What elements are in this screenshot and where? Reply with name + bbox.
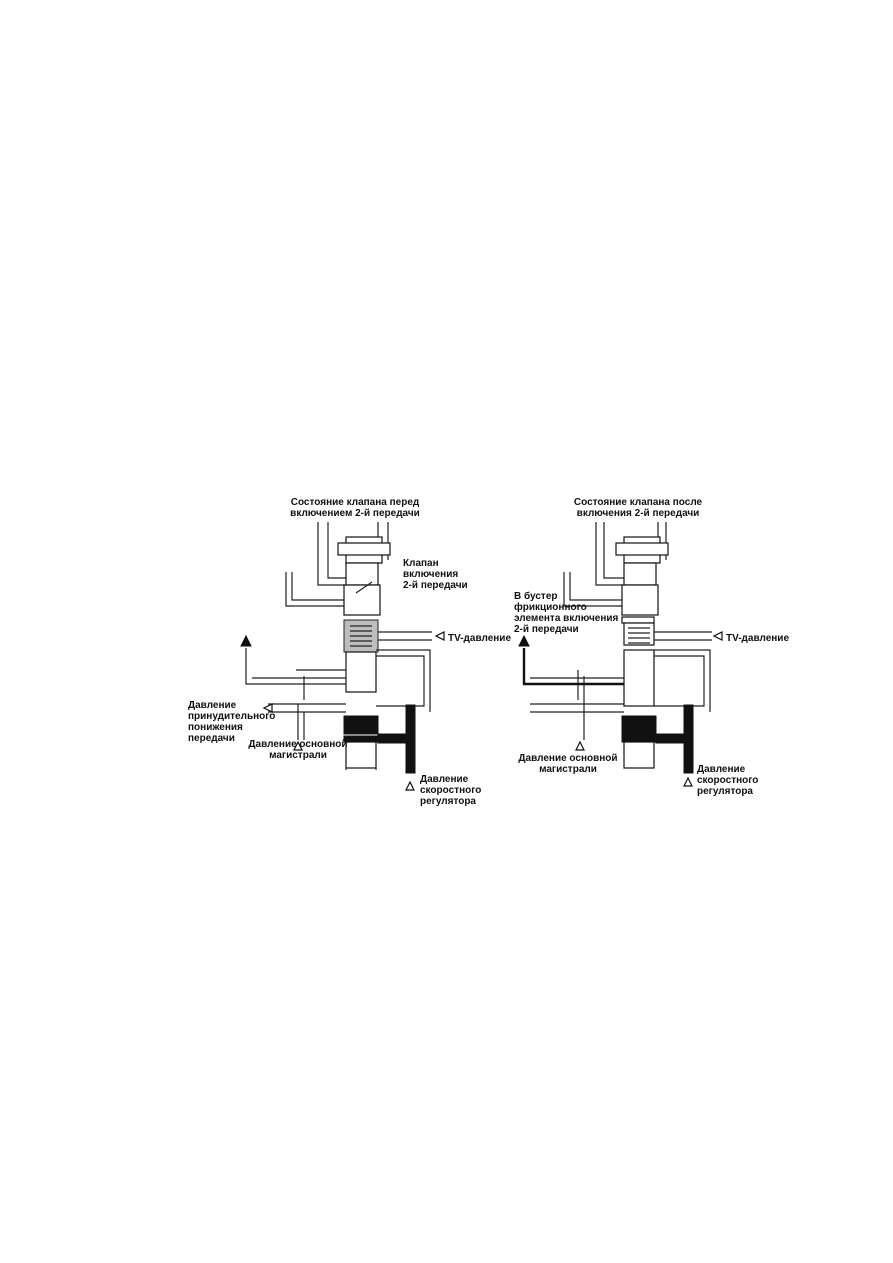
- governor-channel: [405, 704, 416, 774]
- tv-arrow-left: [434, 631, 445, 641]
- tv-pressure-label-right: TV-давление: [726, 633, 790, 644]
- governor-arrow-right: [683, 776, 693, 787]
- exhaust-up-arrow: [240, 634, 252, 647]
- governor-arrow-left: [405, 780, 415, 791]
- left-valve-diagram: [245, 522, 432, 774]
- line-pressure-label-right: Давление основной магистрали: [518, 753, 618, 775]
- tv-arrow-right: [712, 631, 723, 641]
- valve-label: Клапан включения 2-й передачи: [403, 558, 468, 591]
- governor-pressure-label-right: Давление скоростного регулятора: [697, 764, 759, 797]
- booster-up-arrow: [518, 634, 530, 647]
- downshift-arrow: [262, 703, 273, 713]
- tv-pressure-label-left: TV-давление: [448, 633, 512, 644]
- line-pressure-label-left: Давление основной магистрали: [248, 739, 348, 761]
- left-title: Состояние клапана перед включением 2-й п…: [290, 497, 420, 519]
- line-pressure-arrow-right: [575, 740, 585, 751]
- governor-pressure-label-left: Давление скоростного регулятора: [420, 774, 482, 807]
- right-title: Состояние клапана после включения 2-й пе…: [573, 497, 703, 519]
- downshift-pressure-label: Давление принудительного понижения перед…: [188, 700, 276, 744]
- valve-spool-upper: [343, 584, 381, 616]
- right-valve-diagram: [522, 522, 712, 774]
- line-pressure-arrow: [293, 740, 303, 751]
- valve-spring: [350, 625, 372, 647]
- booster-label: В бустер фрикционного элемента включения…: [514, 591, 619, 635]
- valve-plunger-lower: [343, 715, 379, 735]
